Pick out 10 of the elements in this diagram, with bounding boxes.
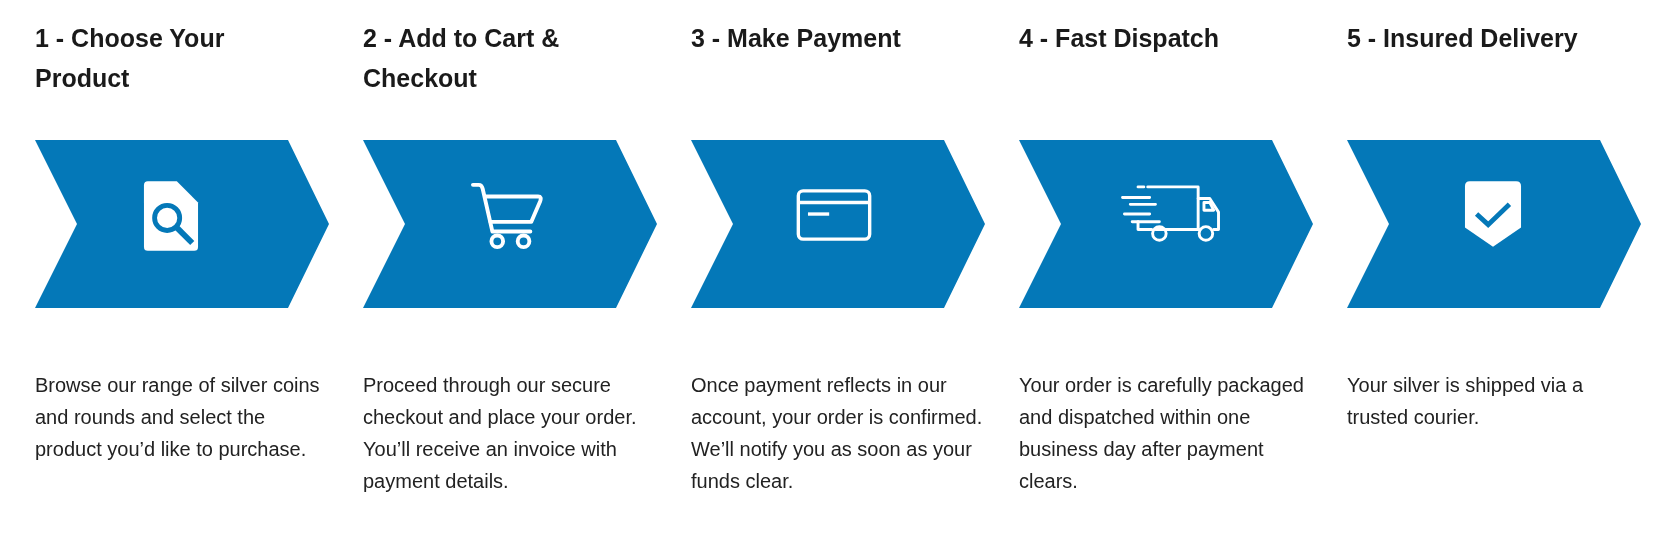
- step-title: 5 - Insured Delivery: [1347, 23, 1579, 54]
- step-title: 3 - Make Payment: [691, 23, 902, 54]
- step-description: Your order is carefully packaged and dispatched within one business day after payment clears.: [1019, 373, 1305, 494]
- step-description: Proceed through our secure checkout and place your order. You’ll receive an invoice with payment details.: [363, 373, 638, 494]
- step-title: 2 - Add to Cart & Checkout: [363, 23, 561, 94]
- step-title: 4 - Fast Dispatch: [1019, 23, 1221, 54]
- step-description: Your silver is shipped via a trusted courier.: [1347, 373, 1585, 430]
- step-description: Once payment reflects in our account, your order is confirmed. We’ll notify you as soon as your funds clear.: [691, 373, 983, 494]
- step-title: 1 - Choose Your Product: [35, 23, 226, 94]
- step-description: Browse our range of silver coins and rounds and select the product you’d like to purchase.: [35, 373, 321, 462]
